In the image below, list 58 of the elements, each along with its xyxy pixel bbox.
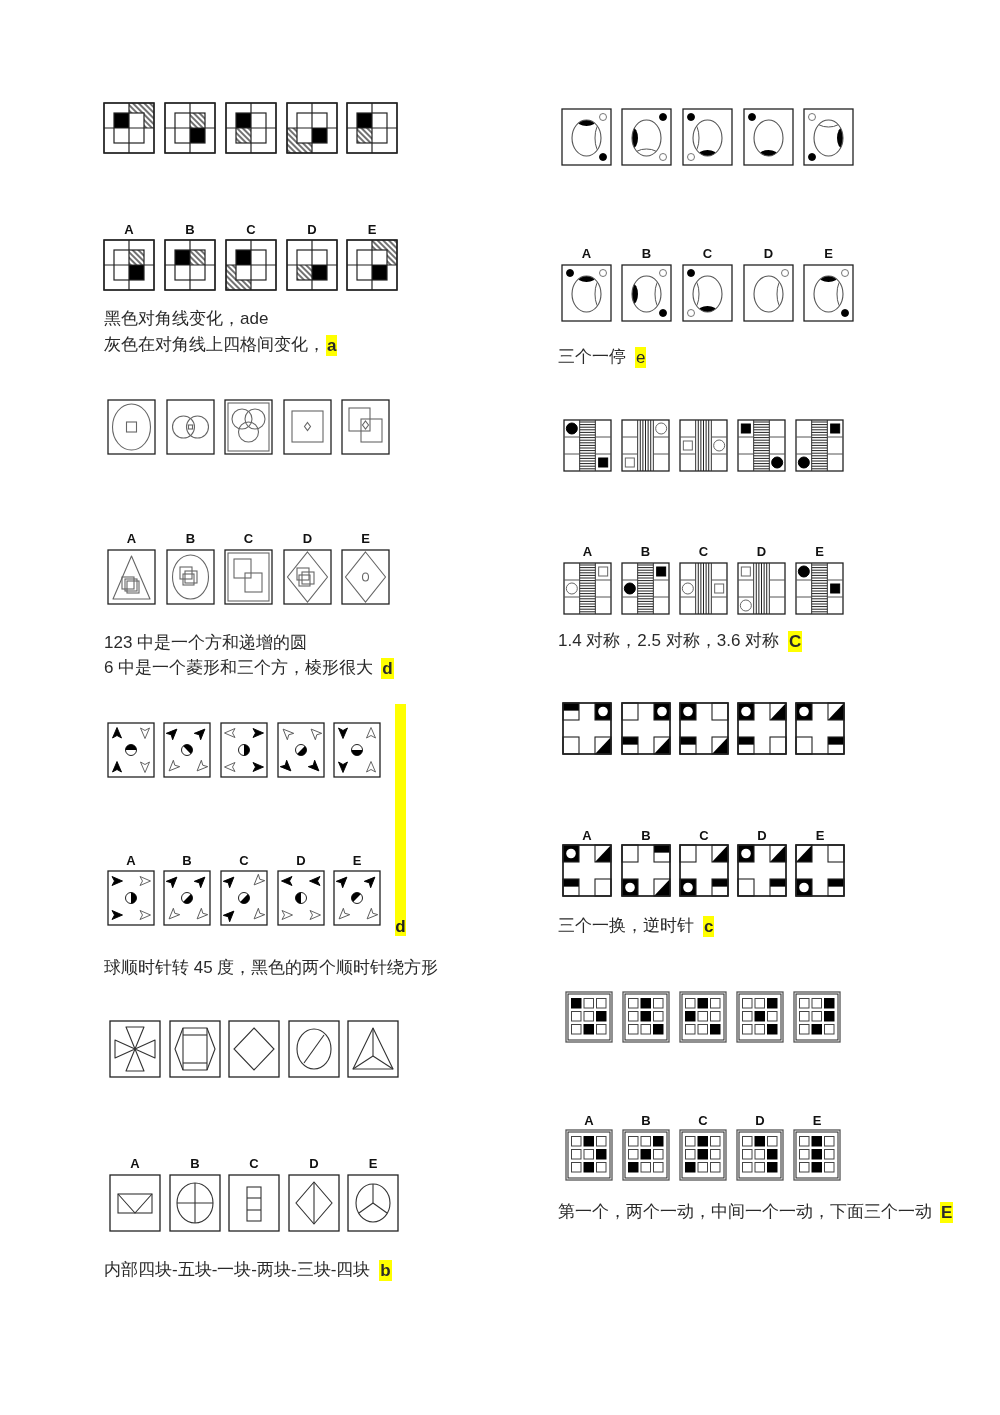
option-letter: E [815, 543, 824, 559]
note-text: 1.4 对称，2.5 对称，3.6 对称 [558, 631, 780, 650]
note-text: 内部四块-五块-一块-两块-三块-四块 [104, 1260, 371, 1279]
option-letter: D [756, 543, 767, 559]
option-letter: D [307, 221, 317, 237]
option-letter: A [130, 1155, 140, 1171]
option-letter: D [755, 1112, 765, 1128]
option-letter: B [185, 530, 196, 546]
option-letter: A [582, 543, 593, 559]
option-letter: E [815, 827, 825, 843]
option-letter: A [582, 827, 592, 843]
option-letter: C [698, 543, 709, 559]
note-text: 三个一换，逆时针 [558, 916, 694, 935]
answer-letter: c [703, 916, 715, 937]
option-letter: A [124, 221, 134, 237]
option-letter: E [352, 852, 362, 868]
option-letter: D [757, 827, 767, 843]
option-letter: E [368, 1155, 378, 1171]
option-letter: E [361, 530, 370, 546]
option-letter: C [249, 1155, 259, 1171]
answer-letter: C [788, 631, 803, 652]
answer-letter: E [940, 1202, 954, 1223]
option-letter: E [812, 1112, 822, 1128]
option-letter: B [640, 543, 651, 559]
option-letter: D [296, 852, 306, 868]
option-letter: C [246, 221, 256, 237]
option-letter: B [190, 1155, 200, 1171]
option-letter: D [763, 245, 774, 261]
note-text: 6 中是一个菱形和三个方，棱形很大 [104, 658, 374, 677]
note-text: 三个一停 [558, 347, 626, 366]
option-letter: A [581, 245, 592, 261]
option-letter: C [699, 827, 709, 843]
note-text: 第一个，两个一动，中间一个一动，下面三个一动 [558, 1202, 932, 1221]
option-letter: B [185, 221, 195, 237]
option-letter: C [243, 530, 254, 546]
note-text: 123 中是一个方和递增的圆 [104, 633, 308, 652]
option-letter: E [367, 221, 377, 237]
option-letter: B [641, 245, 652, 261]
option-letter: C [698, 1112, 708, 1128]
note-text: 黑色对角线变化，ade [104, 309, 269, 328]
option-letter: D [309, 1155, 319, 1171]
option-letter: C [239, 852, 249, 868]
option-letter: A [126, 530, 137, 546]
option-letter: B [641, 827, 651, 843]
option-letter: D [302, 530, 313, 546]
option-letter: A [584, 1112, 594, 1128]
answer-letter: d [381, 658, 394, 679]
option-letter: A [126, 852, 136, 868]
option-letter: B [182, 852, 192, 868]
note-text: 球顺时针转 45 度，黑色的两个顺时针绕方形 [104, 958, 439, 977]
answer-letter: d [395, 917, 406, 937]
answer-letter: b [379, 1260, 392, 1281]
answer-letter: e [635, 347, 647, 368]
answer-letter: a [326, 335, 338, 356]
option-letter: E [824, 245, 833, 261]
note-text: 灰色在对角线上四格间变化， [104, 335, 325, 354]
option-letter: B [641, 1112, 651, 1128]
option-letter: C [702, 245, 713, 261]
